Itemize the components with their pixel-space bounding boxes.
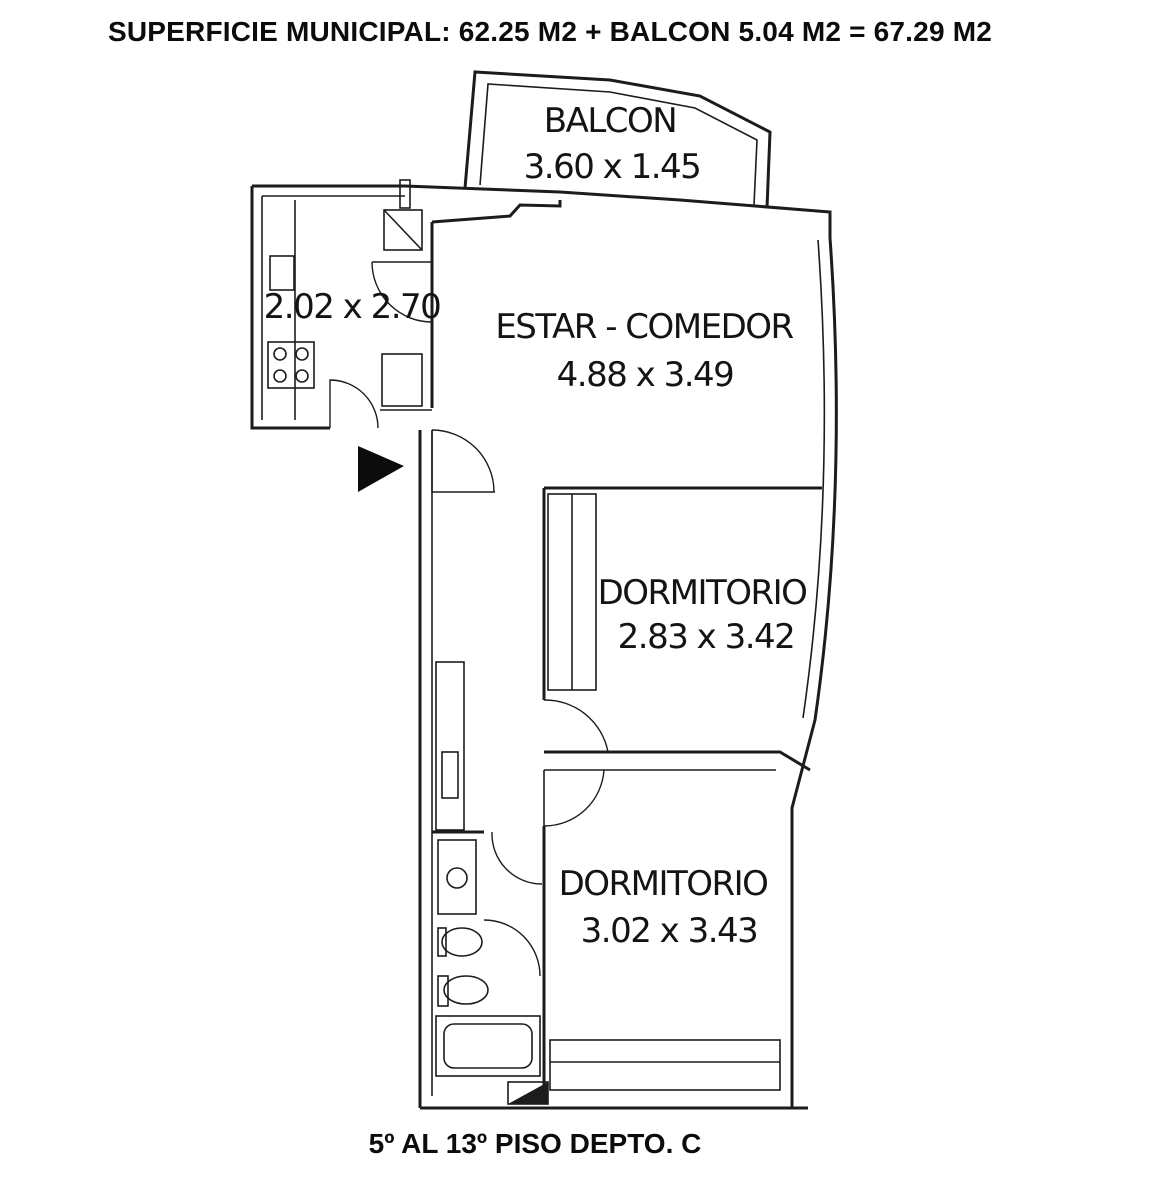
bathtub-icon xyxy=(435,1015,541,1077)
dormitorio-1-name: DORMITORIO xyxy=(598,573,807,613)
shower-door xyxy=(483,919,541,977)
dormitorio-2-dimensions: 3.02 x 3.43 xyxy=(581,911,758,951)
estar-comedor-name: ESTAR - COMEDOR xyxy=(495,307,793,347)
dormitorio-2-closet xyxy=(549,1039,781,1091)
balcon-name: BALCON xyxy=(544,101,676,141)
balcon-area xyxy=(463,70,772,209)
bidet-icon xyxy=(437,927,483,957)
fridge-icon xyxy=(381,353,423,407)
shaft-icon xyxy=(508,1082,548,1104)
dormitorio-2-door xyxy=(543,769,605,827)
dormitorio-2-name: DORMITORIO xyxy=(559,864,768,904)
entrance-arrow-icon xyxy=(358,446,404,492)
bano-area xyxy=(432,661,549,1105)
kitchen-door xyxy=(371,261,433,323)
toilet-icon xyxy=(437,975,489,1007)
sink-icon xyxy=(269,255,295,291)
dormitorio-1-dimensions: 2.83 x 3.42 xyxy=(618,617,795,657)
balcon-dimensions: 3.60 x 1.45 xyxy=(524,147,701,187)
page-title: SUPERFICIE MUNICIPAL: 62.25 M2 + BALCON … xyxy=(107,16,992,47)
cooktop-icon xyxy=(267,341,315,389)
kitchen-entry-door xyxy=(329,379,379,429)
dormitorio-1-area xyxy=(542,486,822,827)
dormitorio-1-door xyxy=(543,699,609,753)
water-heater-icon xyxy=(383,179,423,251)
floor-label: 5º AL 13º PISO DEPTO. C xyxy=(368,1128,702,1159)
exterior-walls xyxy=(250,184,838,1110)
bano-door xyxy=(491,831,543,885)
hall-closet-icon xyxy=(435,661,465,831)
entry-door xyxy=(431,429,495,493)
cocina-dimensions: 2.02 x 2.70 xyxy=(264,287,441,327)
washbasin-icon xyxy=(437,839,477,915)
cocina-area xyxy=(267,179,562,429)
closet-icon xyxy=(549,1039,781,1091)
estar-comedor-dimensions: 4.88 x 3.49 xyxy=(557,355,734,395)
